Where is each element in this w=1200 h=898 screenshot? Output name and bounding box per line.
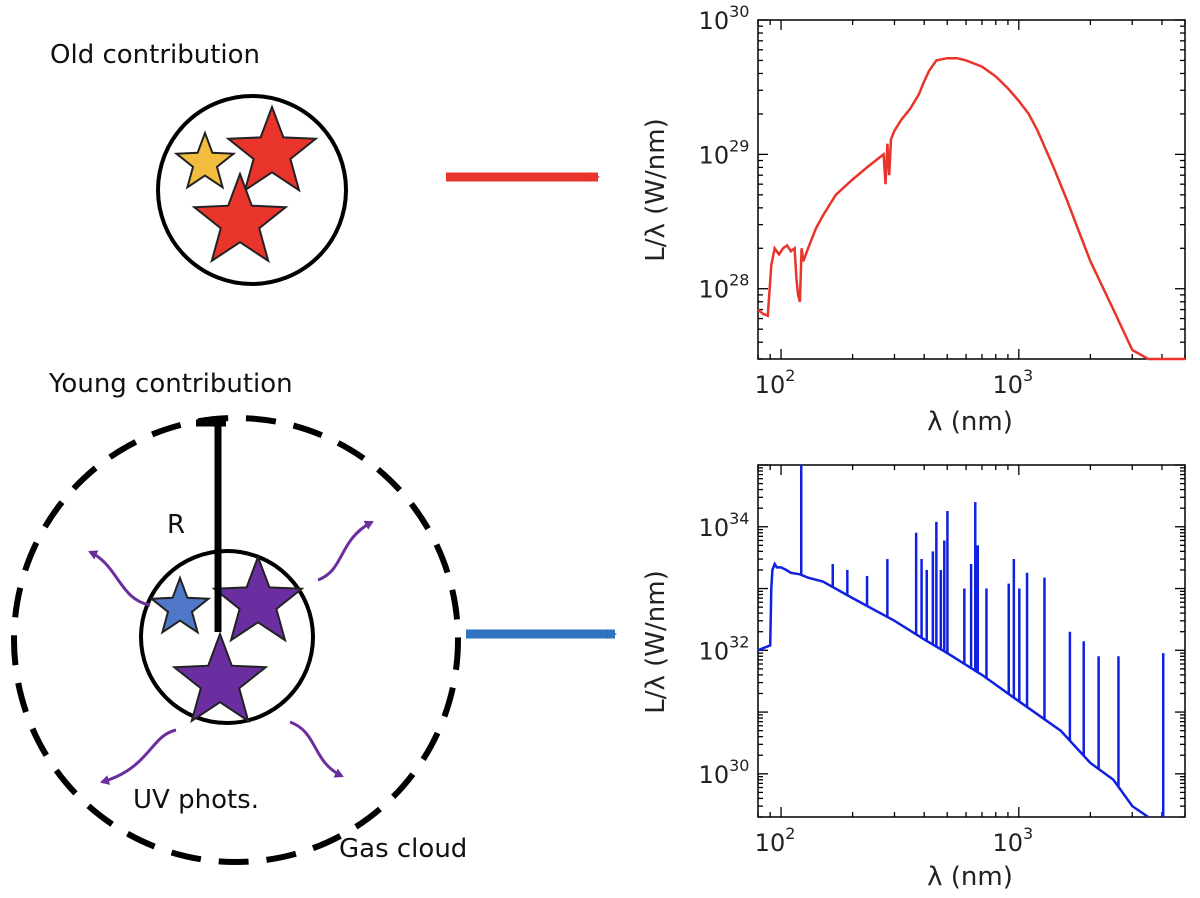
tick-marks: [757, 19, 1186, 360]
gas-cloud-label: Gas cloud: [339, 834, 467, 864]
purple-star-icon: [171, 631, 269, 724]
radius-label: R: [167, 510, 185, 540]
y-tick-label: 1032: [699, 632, 750, 665]
series-line: [757, 56, 1185, 361]
y-axis-label: L/λ (W/nm): [641, 570, 671, 713]
x-tick-label: 102: [755, 366, 796, 399]
young-stars-group: [148, 554, 305, 724]
y-axis-label: L/λ (W/nm): [641, 118, 671, 261]
x-tick-label: 103: [992, 366, 1033, 399]
red-star-icon: [225, 104, 319, 193]
old-spectrum-chart: 1028 1029 1030 102 103 L/λ (W/nm) λ (nm): [641, 2, 1186, 437]
x-tick-label: 102: [755, 824, 796, 857]
x-axis-label: λ (nm): [927, 862, 1013, 892]
old-stars-group: [173, 104, 319, 264]
x-tick-label: 103: [992, 824, 1033, 857]
y-tick-label: 1034: [699, 509, 750, 542]
red-star-icon: [191, 171, 289, 264]
y-tick-labels: 1028 1029 1030: [699, 2, 750, 304]
y-tick-label: 1029: [699, 136, 750, 169]
emission-lines: [799, 465, 1165, 817]
uv-arrow-icon: [88, 550, 151, 607]
y-tick-label: 1030: [699, 756, 750, 789]
gas-cloud-circle: [11, 415, 461, 865]
young-contribution-label: Young contribution: [48, 369, 293, 399]
x-tick-labels: 102 103: [755, 824, 1034, 857]
old-population-circle: [156, 94, 348, 286]
uv-arrow-icon: [100, 728, 177, 785]
blue-star-icon: [148, 575, 212, 635]
y-tick-label: 1028: [699, 271, 750, 304]
uv-photons-label: UV phots.: [133, 785, 259, 815]
x-axis-label: λ (nm): [927, 407, 1013, 437]
plot-frame: [757, 19, 1186, 360]
young-spectrum-chart: 1030 1032 1034 102 103 L/λ (W/nm) λ (nm): [641, 464, 1186, 892]
old-contribution-label: Old contribution: [50, 40, 260, 70]
uv-arrow-icon: [289, 720, 344, 778]
tick-marks: [757, 464, 1186, 818]
yellow-star-icon: [173, 130, 237, 190]
uv-arrow-icon: [317, 520, 374, 582]
purple-star-icon: [211, 554, 305, 643]
y-tick-labels: 1030 1032 1034: [699, 509, 750, 789]
y-tick-label: 1030: [699, 2, 750, 35]
series-line: [757, 561, 1149, 819]
x-tick-labels: 102 103: [755, 366, 1034, 399]
